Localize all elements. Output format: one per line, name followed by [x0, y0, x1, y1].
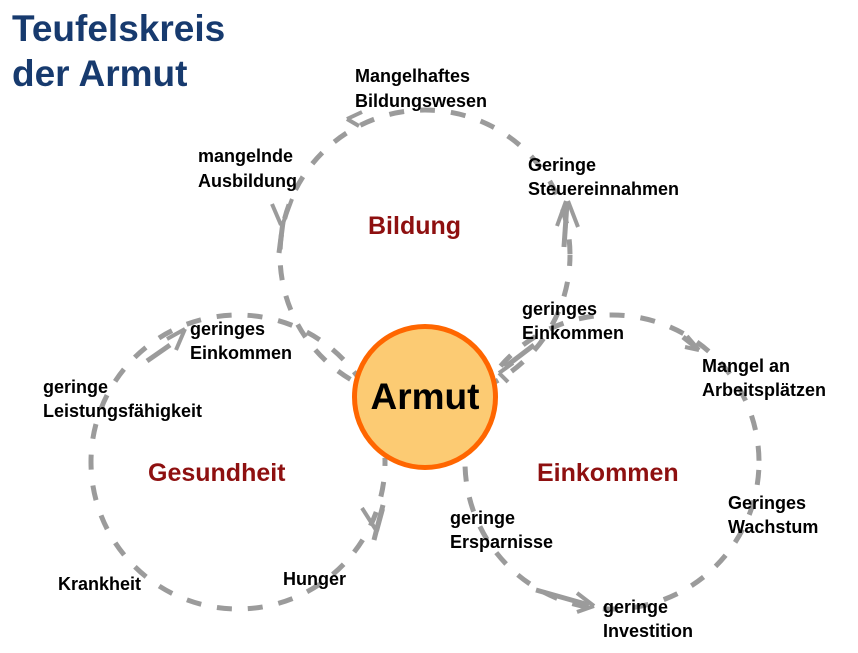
label-geringe-investition: geringe Investition — [603, 597, 694, 641]
label-mangelnde-ausbildung: mangelnde Ausbildung — [198, 146, 297, 191]
arrow-up-bildung-right — [555, 200, 580, 248]
arrow-down-bildung-left — [270, 198, 294, 254]
armut-center-circle: Armut — [352, 324, 498, 470]
label-mangel-an-arbeitsplaetzen: Mangel an Arbeitsplätzen — [702, 356, 827, 400]
label-mangelhaftes-bildungswesen: Mangelhaftes Bildungswesen — [355, 66, 488, 111]
label-krankheit: Krankheit — [58, 574, 142, 594]
label-hunger: Hunger — [283, 569, 346, 589]
label-geringe-steuereinnahmen: Geringe Steuereinnahmen — [528, 155, 680, 199]
arrow-upright-gesundheit-left — [145, 327, 187, 364]
einkommen-cycle-circle — [462, 312, 762, 612]
page-title: Teufelskreis der Armut — [12, 8, 226, 94]
arrow-downleft-gesundheit-right — [360, 504, 386, 541]
circle-title-bildung: Bildung — [368, 212, 462, 240]
label-geringes-wachstum: Geringes Wachstum — [728, 493, 819, 537]
label-geringe-ersparnisse: geringe Ersparnisse — [450, 508, 554, 552]
arrowhead-left-bildung-top — [345, 110, 363, 128]
armut-center-label: Armut — [370, 376, 480, 417]
arrowhead-downright-arbeitsplaetzen — [681, 334, 701, 352]
label-geringes-einkommen-rechts: geringes Einkommen — [522, 299, 625, 343]
gesundheit-cycle-circle — [88, 312, 388, 612]
circle-title-einkommen: Einkommen — [537, 459, 679, 487]
circle-title-gesundheit: Gesundheit — [148, 459, 286, 487]
arrow-right-investition — [535, 587, 596, 614]
arrow-downleft-into-armut — [497, 343, 536, 384]
label-geringe-leistungsfaehigkeit: geringe Leistungsfähigkeit — [43, 377, 203, 421]
label-geringes-einkommen-links: geringes Einkommen — [190, 319, 293, 363]
